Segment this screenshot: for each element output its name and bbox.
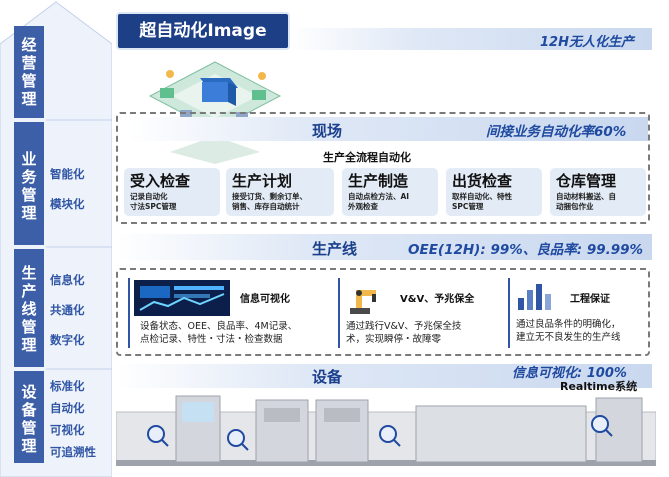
process-desc: 记录自动化 寸法SPC管理 [130, 192, 177, 211]
divider [508, 278, 510, 348]
process-title: 生产计划 [232, 172, 293, 190]
process-card: 受入检查 记录自动化 寸法SPC管理 [124, 168, 220, 216]
process-desc: 取样自动化、特性 SPC管理 [452, 192, 512, 211]
process-title: 受入检查 [130, 172, 191, 190]
robot-arm-icon [350, 290, 376, 314]
line-item-desc: 通过良品条件的明确化， 建立无不良发生的生产线 [516, 319, 621, 343]
process-title: 生产制造 [348, 172, 409, 190]
process-card: 仓库管理 自动材料搬送、自 动捆包作业 [550, 168, 646, 216]
hierarchy-arrow [0, 1, 112, 477]
layer-title-management: 经营管理 [21, 36, 37, 108]
process-title: 出货检查 [452, 172, 513, 190]
layer-tag: 自动化 [50, 401, 85, 415]
dashboard-screen-icon [134, 280, 230, 316]
layer-tag: 共通化 [50, 303, 85, 317]
layer-tag: 模块化 [50, 197, 85, 211]
layer-tag: 信息化 [50, 273, 85, 287]
top-band-text: 12H无人化生产 [540, 35, 634, 50]
line-metric: OEE(12H): 99%、良品率: 99.99% [408, 242, 644, 258]
line-item-desc: 设备状态、OEE、良品率、4M记录、 点检记录、特性・寸法・检查数据 [140, 321, 298, 345]
equipment-label: 设备 [312, 368, 343, 386]
process-card: 出货检查 取样自动化、特性 SPC管理 [446, 168, 542, 216]
top-band [290, 28, 652, 50]
process-desc: 接受订货、剩余订单、 销售、库存自动统计 [232, 192, 307, 211]
factory-band [128, 117, 648, 141]
layer-tag: 智能化 [50, 167, 85, 181]
process-title: 仓库管理 [556, 172, 617, 190]
bar-chart-icon [518, 284, 551, 310]
layer-title-business: 业务管理 [21, 150, 37, 222]
line-item-desc: 通过践行V&V、予兆保全技 术，实现瞬停・故障零 [346, 321, 462, 345]
equipment-system: Realtime系统 [560, 380, 638, 393]
line-item-title: 工程保证 [570, 294, 610, 305]
layer-tag: 可视化 [50, 423, 85, 437]
factory-label: 现场 [312, 122, 343, 140]
divider [128, 278, 130, 348]
page-title: 超自动化Image [118, 14, 288, 48]
layer-title-equipment: 设备管理 [21, 383, 37, 455]
factory-frame [116, 112, 650, 224]
production-equipment-illustration [116, 395, 656, 466]
layer-tag: 数字化 [50, 333, 85, 347]
process-card: 生产计划 接受订货、剩余订单、 销售、库存自动统计 [226, 168, 334, 216]
factory-metric: 间接业务自动化率60% [486, 124, 627, 140]
process-card: 生产制造 自动点检方法、AI 外观检查 [342, 168, 438, 216]
factory-subtitle: 生产全流程自动化 [323, 151, 411, 164]
line-frame [116, 268, 650, 356]
divider [338, 278, 340, 348]
equipment-band [116, 364, 652, 388]
layer-tag: 标准化 [50, 379, 85, 393]
layer-title-line: 生产线管理 [21, 264, 37, 354]
line-band [116, 234, 652, 260]
process-desc: 自动材料搬送、自 动捆包作业 [556, 192, 616, 211]
line-label: 生产线 [312, 240, 358, 258]
equipment-metric: 信息可视化: 100% [512, 366, 627, 381]
process-desc: 自动点检方法、AI 外观检查 [348, 192, 410, 211]
line-item-title: 信息可视化 [240, 294, 290, 305]
layer-tag: 可追溯性 [50, 445, 96, 459]
line-item-title: V&V、予兆保全 [400, 294, 475, 305]
